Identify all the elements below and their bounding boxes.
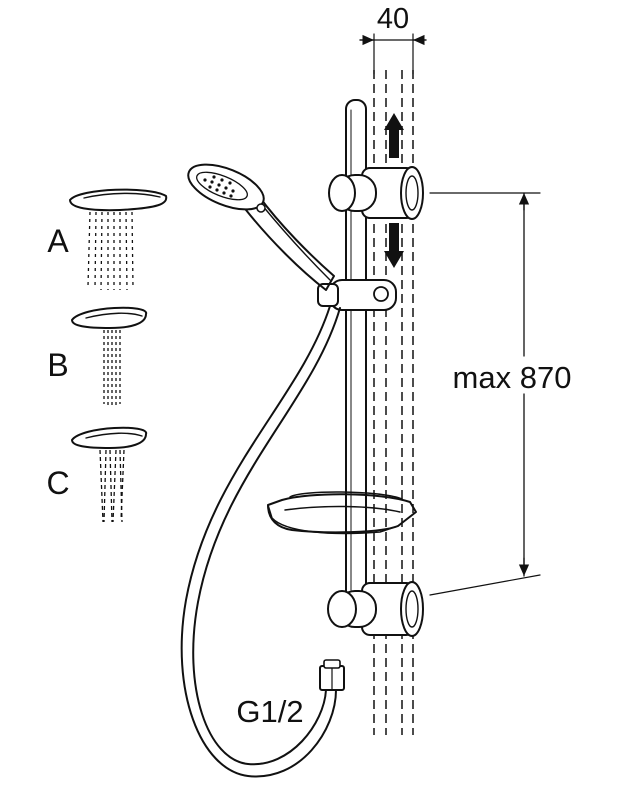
- spray-mode-b: [71, 306, 148, 406]
- shower-hose: [180, 305, 341, 778]
- height-dimension: [429, 192, 541, 596]
- spray-mode-a-label: A: [47, 223, 69, 259]
- hose-connector: [319, 659, 345, 691]
- spray-mode-c: [71, 426, 148, 523]
- adjustment-arrows: [384, 113, 404, 268]
- connection-label: G1/2: [236, 694, 303, 729]
- width-dimension: [359, 33, 427, 75]
- width-dimension-label: 40: [377, 3, 409, 35]
- spray-mode-a: [69, 188, 168, 291]
- height-dimension-label: max 870: [453, 360, 572, 395]
- spray-mode-c-label: C: [46, 465, 69, 501]
- hand-shower: [187, 163, 335, 291]
- spray-mode-b-label: B: [47, 347, 68, 383]
- bottom-wall-bracket: [327, 581, 424, 637]
- top-wall-bracket: [328, 166, 424, 220]
- slide-rail: [345, 99, 367, 601]
- soap-dish: [267, 491, 417, 535]
- handset-holder: [317, 279, 397, 311]
